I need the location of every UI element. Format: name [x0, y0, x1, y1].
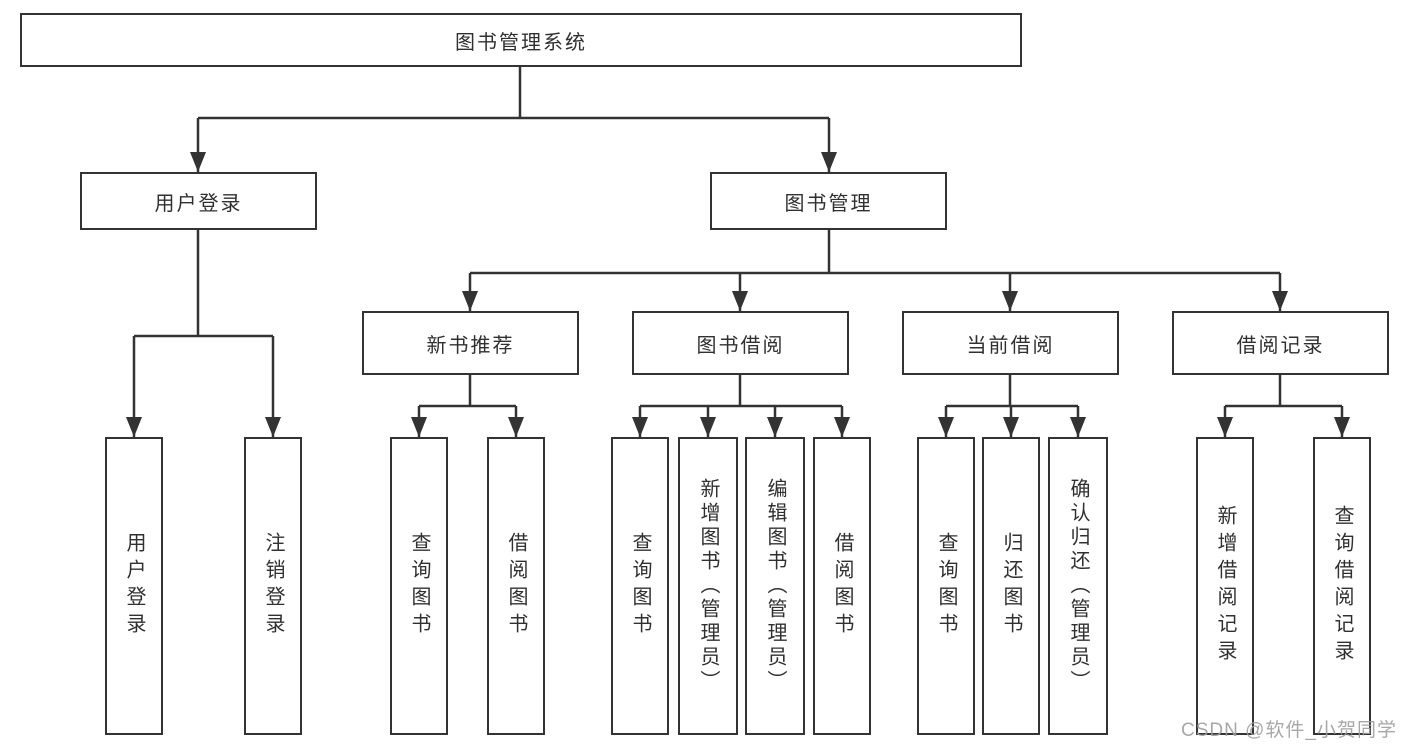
- arrowhead: [1334, 417, 1350, 437]
- arrowhead: [1002, 291, 1018, 311]
- edges-book-borrowing: [632, 375, 850, 437]
- arrowhead: [700, 417, 716, 437]
- arrowhead: [1272, 291, 1288, 311]
- arrowhead: [1070, 417, 1086, 437]
- leaf-confirm-return-admin-label: 确认归还（管理员）: [1067, 478, 1089, 694]
- leaf-confirm-return-admin: 确认归还（管理员）: [1048, 437, 1108, 735]
- node-borrowing-records-label: 借阅记录: [1236, 334, 1325, 357]
- arrowhead: [126, 417, 142, 437]
- leaf-borrow-book-recommend: 借阅图书: [487, 437, 545, 735]
- arrowhead: [190, 152, 206, 172]
- edges-current-borrowing: [938, 375, 1086, 437]
- node-book-management: 图书管理: [710, 172, 947, 230]
- arrowhead: [1217, 417, 1233, 437]
- edges-borrowing-records: [1217, 375, 1350, 437]
- leaf-return-book-label: 归还图书: [1000, 532, 1022, 640]
- leaf-borrow-book-recommend-label: 借阅图书: [505, 532, 527, 640]
- leaf-borrow-book-borrowing-label: 借阅图书: [831, 532, 853, 640]
- node-book-borrowing-label: 图书借阅: [696, 334, 785, 357]
- leaf-query-book-recommend-label: 查询图书: [408, 532, 430, 640]
- csdn-watermark: CSDN @软件_小贺同学: [1181, 720, 1397, 741]
- node-new-book-recommend-label: 新书推荐: [426, 334, 515, 357]
- edges-book-management: [462, 230, 1288, 311]
- arrowhead: [834, 417, 850, 437]
- leaf-query-book-borrowing-label: 查询图书: [629, 532, 651, 640]
- node-user-login: 用户登录: [80, 172, 317, 230]
- node-current-borrowing: 当前借阅: [902, 311, 1119, 375]
- arrowhead: [508, 417, 524, 437]
- leaf-logout: 注销登录: [244, 437, 302, 735]
- node-root-label: 图书管理系统: [455, 31, 587, 54]
- node-book-borrowing: 图书借阅: [632, 311, 849, 375]
- leaf-add-book-admin: 新增图书（管理员）: [678, 437, 738, 735]
- leaf-add-borrow-record: 新增借阅记录: [1196, 437, 1254, 735]
- leaf-add-borrow-record-label: 新增借阅记录: [1214, 505, 1236, 667]
- arrowhead: [732, 291, 748, 311]
- leaf-return-book: 归还图书: [982, 437, 1040, 735]
- node-new-book-recommend: 新书推荐: [362, 311, 579, 375]
- leaf-query-borrow-record: 查询借阅记录: [1313, 437, 1371, 735]
- leaf-borrow-book-borrowing: 借阅图书: [813, 437, 871, 735]
- leaf-edit-book-admin: 编辑图书（管理员）: [745, 437, 805, 735]
- node-borrowing-records: 借阅记录: [1172, 311, 1389, 375]
- leaf-logout-label: 注销登录: [262, 532, 284, 640]
- arrowhead: [632, 417, 648, 437]
- edges-user-login: [126, 230, 281, 437]
- arrowhead: [265, 417, 281, 437]
- node-root: 图书管理系统: [20, 13, 1022, 67]
- leaf-add-book-admin-label: 新增图书（管理员）: [697, 478, 719, 694]
- leaf-query-book-current-label: 查询图书: [935, 532, 957, 640]
- edges-root-to-level2: [190, 67, 837, 174]
- leaf-query-borrow-record-label: 查询借阅记录: [1331, 505, 1353, 667]
- arrowhead: [821, 152, 837, 172]
- arrowhead: [411, 417, 427, 437]
- arrowhead: [767, 417, 783, 437]
- node-user-login-label: 用户登录: [154, 192, 243, 215]
- leaf-query-book-borrowing: 查询图书: [611, 437, 669, 735]
- arrowhead: [938, 417, 954, 437]
- edges-new-book-recommend: [411, 375, 524, 437]
- leaf-user-login: 用户登录: [105, 437, 163, 735]
- arrowhead: [462, 291, 478, 311]
- leaf-edit-book-admin-label: 编辑图书（管理员）: [764, 478, 786, 694]
- node-book-management-label: 图书管理: [784, 192, 873, 215]
- leaf-query-book-recommend: 查询图书: [390, 437, 448, 735]
- arrowhead: [1003, 417, 1019, 437]
- node-current-borrowing-label: 当前借阅: [966, 334, 1055, 357]
- leaf-user-login-label: 用户登录: [123, 532, 145, 640]
- leaf-query-book-current: 查询图书: [917, 437, 975, 735]
